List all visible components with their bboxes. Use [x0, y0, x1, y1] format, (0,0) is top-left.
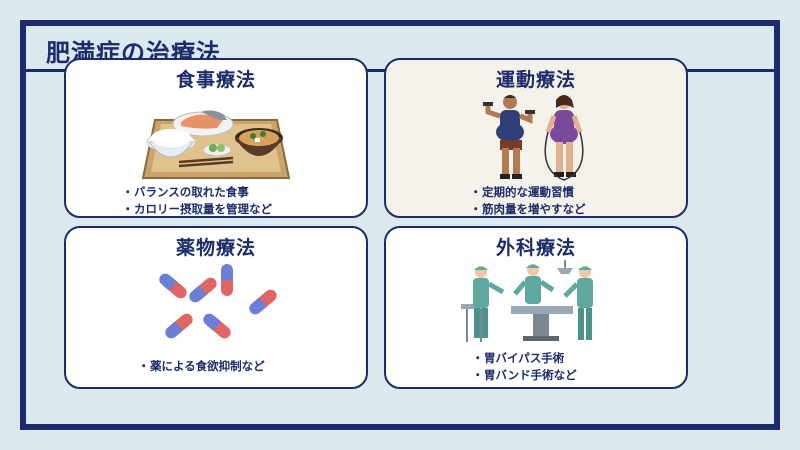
card-title-drug: 薬物療法 [175, 237, 256, 259]
bullet-marker: ・ [470, 185, 482, 199]
list-item: ・胃バンド手術など [472, 368, 577, 382]
list-item: ・胃バイパス手術 [472, 351, 565, 365]
card-title-surgical: 外科療法 [495, 237, 576, 259]
list-item: ・カロリー摂取量を管理など [122, 202, 272, 216]
card-diet-therapy: 食事療法 [64, 58, 368, 218]
bullet-marker: ・ [122, 202, 134, 216]
list-item: ・バランスの取れた食事 [122, 185, 249, 199]
bullet-list-surgical: ・胃バイパス手術 ・胃バンド手術など [472, 350, 686, 384]
bullet-marker: ・ [122, 185, 134, 199]
bullet-list-diet: ・バランスの取れた食事 ・カロリー摂取量を管理など [122, 184, 366, 216]
card-title-diet: 食事療法 [175, 69, 256, 91]
capsules-icon [151, 264, 281, 354]
bullet-list-drug: ・薬による食欲抑制など [138, 358, 366, 375]
list-item: ・定期的な運動習慣 [470, 185, 574, 199]
exercising-people-icon [476, 90, 596, 186]
surgeons-icon [461, 260, 611, 352]
bullet-marker: ・ [472, 351, 484, 365]
card-title-exercise: 運動療法 [495, 69, 576, 91]
meal-tray-icon [141, 90, 291, 186]
bullet-marker: ・ [470, 202, 482, 216]
bullet-marker: ・ [472, 368, 484, 382]
list-item: ・薬による食欲抑制など [138, 359, 265, 373]
card-exercise-therapy: 運動療法 [384, 58, 688, 218]
card-surgical-therapy: 外科療法 [384, 226, 688, 389]
card-drug-therapy: 薬物療法 ・薬による食欲抑制など [64, 226, 368, 389]
bullet-marker: ・ [138, 359, 150, 373]
list-item: ・筋肉量を増やすなど [470, 202, 586, 216]
bullet-list-exercise: ・定期的な運動習慣 ・筋肉量を増やすなど [470, 184, 686, 216]
